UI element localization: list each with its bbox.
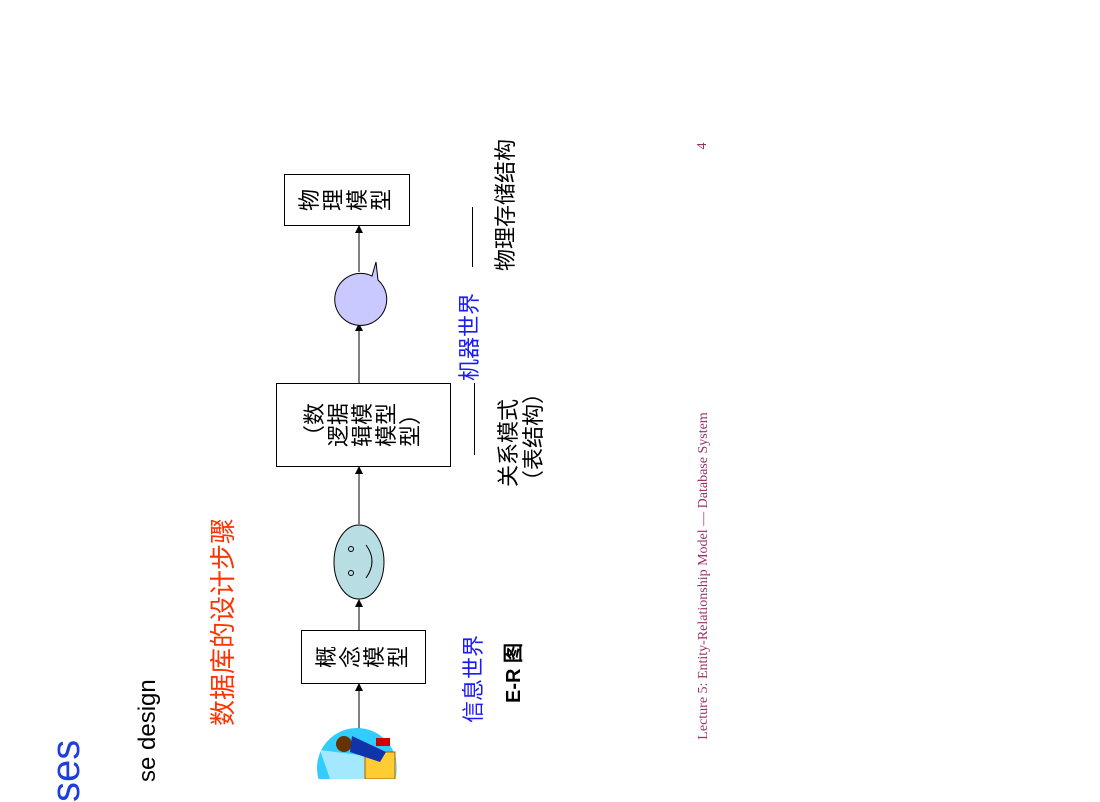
physical-line-1: 物 xyxy=(298,188,323,212)
page-number: 4 xyxy=(695,142,710,150)
smiley-face-icon xyxy=(333,524,385,600)
design-steps-diagram xyxy=(317,225,398,779)
physical-line-2: 理 xyxy=(322,188,347,212)
physical-storage-label: 物理存储结构 xyxy=(494,138,519,271)
logical-line-3: 辑模 xyxy=(350,402,376,448)
info-world-label: 信息世界 xyxy=(462,634,487,723)
table-structure-label: （表结构） xyxy=(522,381,547,492)
physical-line-4: 型 xyxy=(370,188,395,212)
physical-model-label: 物 理 模 型 xyxy=(298,188,395,212)
machine-world-dash-top xyxy=(472,207,473,267)
person-clipart-icon xyxy=(317,728,398,779)
machine-world-dash-bottom xyxy=(474,383,475,455)
conceptual-line-2: 念 xyxy=(338,645,364,669)
physical-line-3: 模 xyxy=(346,188,371,212)
physical-model-box: 物 理 模 型 xyxy=(284,174,410,226)
conceptual-line-4: 型 xyxy=(386,645,412,669)
logical-model-label: （数 逻据 辑模 模型 型） xyxy=(302,402,424,448)
conceptual-model-label: 概 念 模 型 xyxy=(314,645,412,669)
logical-line-1: （数 xyxy=(302,402,328,448)
thought-bubble-icon xyxy=(334,261,388,326)
logical-line-4: 模型 xyxy=(374,402,400,448)
machine-world-label: 机器世界 xyxy=(458,292,483,381)
logical-model-box: （数 逻据 辑模 模型 型） xyxy=(276,383,451,467)
slide-footer: Lecture 5: Entity-Relationship Model — D… xyxy=(696,412,711,740)
logical-line-2: 逻据 xyxy=(326,402,352,448)
conceptual-model-box: 概 念 模 型 xyxy=(301,630,426,684)
er-diagram-label: E-R 图 xyxy=(503,643,525,703)
logical-line-5: 型） xyxy=(398,402,424,448)
conceptual-line-3: 模 xyxy=(362,645,388,669)
conceptual-line-1: 概 xyxy=(314,645,340,669)
